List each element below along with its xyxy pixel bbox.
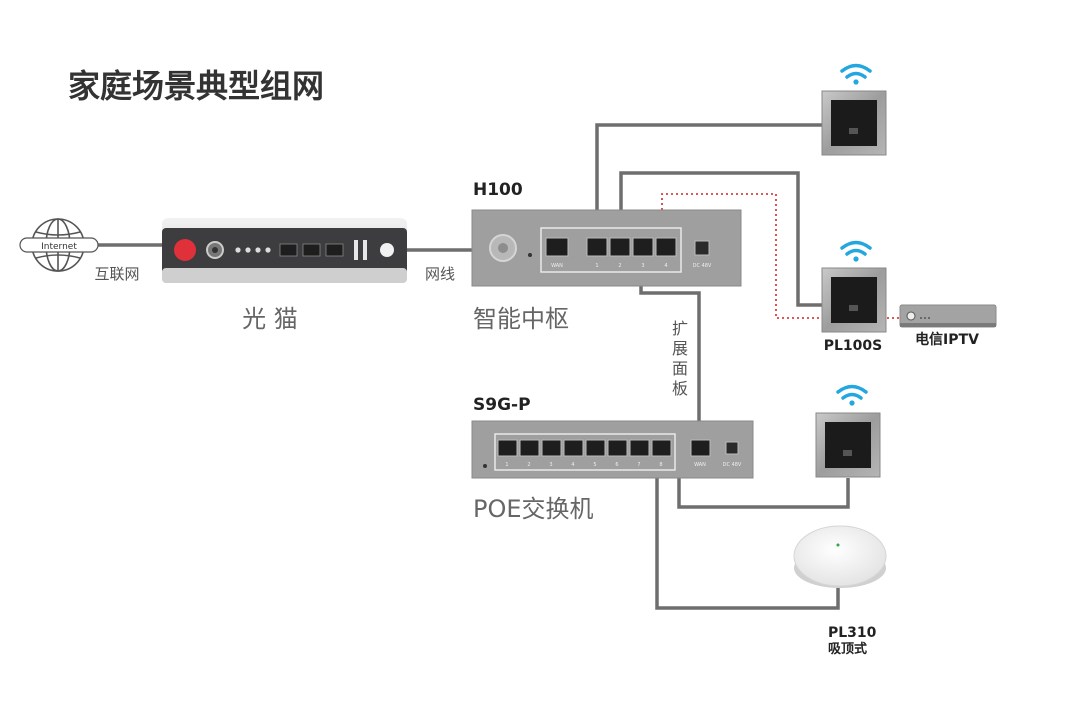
- internet-globe: [31, 218, 85, 272]
- cables: [70, 123, 850, 610]
- h100-label: 智能中枢: [473, 305, 569, 333]
- h100-power-label: DC 48V: [693, 263, 712, 269]
- internet-badge-bg: [19, 237, 99, 253]
- iptv-box: [899, 304, 997, 328]
- extension-label-char: 板: [672, 379, 688, 398]
- s9g-label: POE交换机: [473, 495, 594, 523]
- cable-s9g-port8-ap: [655, 450, 840, 610]
- s9g-model: S9G-P: [473, 395, 531, 415]
- s9g-device: [471, 420, 754, 479]
- h100-port-wan: [545, 237, 569, 257]
- pl310-model: PL310: [828, 625, 877, 641]
- s9g-port-label: 4: [571, 462, 574, 468]
- extension-label-char: 展: [672, 339, 688, 358]
- s9g-wan-label: WAN: [694, 462, 706, 468]
- cable-h100-port2-pl100s: [619, 171, 822, 307]
- s9g-wan-port: [690, 439, 711, 457]
- h100-port-label: 4: [664, 263, 667, 269]
- optical-modem: [162, 218, 407, 283]
- modem-lan-ports: [279, 243, 344, 257]
- h100-port-labels: WAN 1 2 3 4 DC 48V: [551, 263, 712, 269]
- extension-label-char: 面: [672, 359, 688, 378]
- s9g-port-labels: 1 2 3 4 5 6 7 8 WAN DC 48V: [505, 462, 742, 468]
- cable-label: 网线: [425, 265, 455, 283]
- wifi-icon: [836, 384, 868, 406]
- iptv-label: 电信IPTV: [915, 331, 979, 348]
- internet-badge: Internet: [41, 242, 77, 252]
- s9g-port-label: 3: [549, 462, 552, 468]
- h100-model: H100: [473, 180, 523, 200]
- h100-lan-ports: [586, 237, 677, 257]
- h100-port-label: WAN: [551, 263, 563, 269]
- modem-red-button: [174, 239, 196, 261]
- internet-label: 互联网: [94, 265, 139, 283]
- panel-ap-s9g: [815, 412, 881, 478]
- cable-h100-port1-top-panel: [595, 123, 822, 250]
- s9g-port-label: 6: [615, 462, 618, 468]
- wifi-icon: [840, 240, 872, 262]
- s9g-port-label: 5: [593, 462, 596, 468]
- extension-label-char: 扩: [672, 319, 688, 338]
- panel-ap-top: [821, 90, 887, 156]
- iptv-dotted-link: [661, 193, 908, 319]
- s9g-port-label: 2: [527, 462, 530, 468]
- h100-port-label: 1: [595, 263, 598, 269]
- h100-port-label: 3: [641, 263, 644, 269]
- wifi-icon: [840, 63, 872, 85]
- s9g-power-label: DC 48V: [723, 462, 742, 468]
- pl310-label: 吸顶式: [828, 641, 867, 657]
- s9g-port-label: 8: [659, 462, 662, 468]
- extension-label: 扩 展 面 板: [672, 319, 688, 398]
- s9g-ports: [497, 439, 672, 457]
- s9g-port-label: 7: [637, 462, 640, 468]
- pl100s-label: PL100S: [824, 338, 883, 354]
- modem-label: 光 猫: [242, 305, 298, 333]
- h100-device: [471, 209, 742, 287]
- ceiling-ap: [793, 525, 887, 588]
- panel-ap-pl100s: [821, 267, 887, 333]
- diagram-title: 家庭场景典型组网: [68, 67, 324, 105]
- modem-leds: [235, 247, 271, 253]
- s9g-port-label: 1: [505, 462, 508, 468]
- h100-port-label: 2: [618, 263, 621, 269]
